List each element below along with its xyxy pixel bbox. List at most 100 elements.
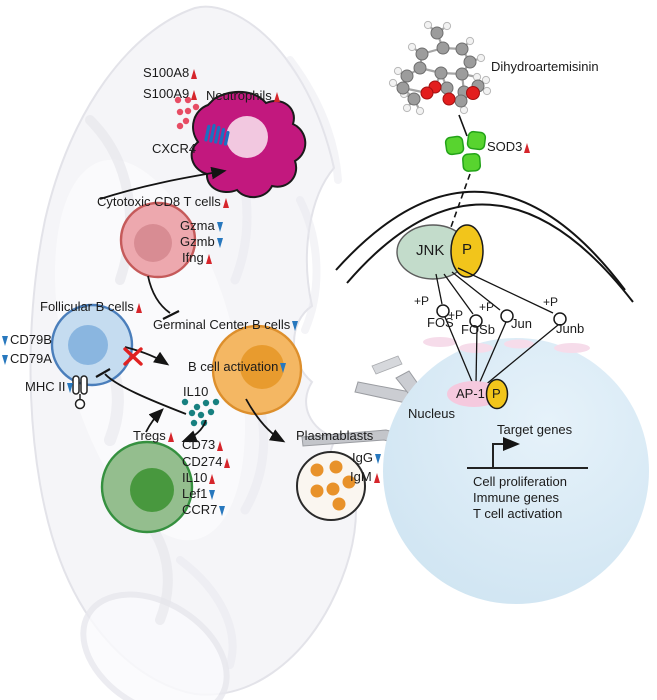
output-cell-proliferation-label: Cell proliferation (473, 474, 567, 489)
arrow-il10-to-treg (181, 419, 207, 443)
gc-title-label: Germinal Center B cells (153, 318, 299, 332)
tregs-regulation-arrow-icon (167, 432, 174, 442)
junb-label: Junb (556, 321, 585, 336)
dihydroartemisinin-molecule (388, 20, 492, 116)
gzma-label: Gzma (180, 219, 223, 233)
drug-label: Dihydroartemisinin (491, 59, 599, 74)
neutrophils-label: Neutrophils (206, 89, 280, 103)
ccr7-regulation-arrow-icon (219, 506, 226, 516)
ap1-label: AP-1 (456, 386, 485, 401)
jnk-complex (396, 224, 484, 280)
fos-label: FOS (427, 315, 454, 330)
follicular-b-cell (50, 303, 134, 410)
tregs-label: Tregs (133, 429, 174, 443)
igg-label: IgG (352, 451, 381, 465)
cd79b-regulation-arrow-icon (2, 336, 8, 346)
il10-secreted-label: IL10 (183, 384, 209, 399)
cd8-regulation-arrow-icon (222, 198, 229, 208)
jnk-phospho-badge (450, 224, 484, 278)
follicular-b-label: Follicular B cells (40, 300, 142, 314)
gc-regulation-arrow-icon (292, 321, 299, 331)
gzmb-regulation-arrow-icon (216, 238, 223, 248)
s100a8-regulation-arrow-icon (191, 69, 198, 79)
mhc2-regulation-arrow-icon (67, 383, 74, 393)
jun-label: Jun (511, 316, 532, 331)
cd8-title-label: Cytotoxic CD8 T cells (97, 195, 229, 209)
il10-treg-label: IL10 (182, 471, 216, 485)
tf-shadows (423, 337, 590, 353)
jnk-phospho-label: P (462, 241, 473, 258)
cd79b-label: CD79B (2, 333, 52, 347)
plasmablast-cell (296, 451, 366, 521)
fosb-plus-p-label: +P (448, 308, 464, 322)
s100a9-label: S100A9 (143, 87, 198, 101)
blocked-x-icon (123, 347, 143, 366)
ap1-phospho-label: P (492, 386, 501, 401)
mhc2-label: MHC II (25, 380, 74, 394)
ifng-regulation-arrow-icon (205, 254, 212, 264)
nucleus-label: Nucleus (408, 406, 455, 421)
cxcr4-label: CXCR4 (152, 141, 197, 156)
arrow-fb-to-gc (124, 346, 170, 366)
sod3-protein (444, 130, 487, 172)
output-t-cell-activation-label: T cell activation (473, 506, 563, 521)
junb-plus-p-label: +P (543, 295, 559, 309)
s100a9-regulation-arrow-icon (191, 90, 198, 100)
ap1-phospho-badge (485, 378, 509, 410)
arrow-treg-to-il10 (145, 408, 164, 433)
il10-treg-regulation-arrow-icon (209, 474, 216, 484)
cxcr4-receptor (204, 123, 230, 146)
plasmablast-granules (310, 460, 356, 511)
inhibit-il10-to-fb (104, 373, 187, 415)
gzmb-label: Gzmb (180, 235, 223, 249)
promoter-arrow-icon (467, 437, 588, 469)
igm-regulation-arrow-icon (373, 473, 380, 483)
cd79a-regulation-arrow-icon (2, 355, 8, 365)
igg-regulation-arrow-icon (374, 454, 381, 464)
sod3-regulation-arrow-icon (524, 143, 531, 153)
gzma-regulation-arrow-icon (216, 222, 223, 232)
neutrophil-cell (190, 91, 307, 198)
target-genes-label: Target genes (497, 422, 573, 437)
fosb-label: FOSb (461, 322, 495, 337)
jnk-label: JNK (416, 242, 445, 259)
lef1-label: Lef1 (182, 487, 216, 501)
cd8-t-cell (119, 201, 197, 279)
b-cell-activation-label: B cell activation (188, 360, 287, 374)
ifng-label: Ifng (182, 251, 212, 265)
cd79a-label: CD79A (2, 352, 52, 366)
fos-plus-p-label: +P (414, 294, 430, 308)
igm-label: IgM (350, 470, 380, 484)
ap1-complex (447, 378, 509, 410)
neutrophils-regulation-arrow-icon (273, 92, 280, 102)
jnk-to-tf-lines (435, 267, 554, 315)
sod3-label: SOD3 (487, 140, 531, 154)
tf-to-ap1-lines (444, 316, 559, 387)
phospho-circles (436, 304, 567, 328)
inhibit-cd8-to-gc (147, 275, 171, 314)
drug-sod3-link (458, 114, 468, 137)
arrow-gc-to-plasmablast (245, 398, 286, 443)
cell-membrane (335, 190, 634, 303)
treg-cell (100, 440, 194, 534)
inhibit-cd8-to-gc-bar (162, 310, 180, 320)
ccr7-label: CCR7 (182, 503, 226, 517)
cd73-regulation-arrow-icon (217, 441, 224, 451)
germinal-center-b-cell (211, 324, 303, 416)
plasmablasts-label: Plasmablasts (296, 428, 374, 443)
lef1-regulation-arrow-icon (209, 490, 216, 500)
b-cell-activation-regulation-arrow-icon (280, 363, 287, 373)
follicular-regulation-arrow-icon (135, 303, 142, 313)
arrow-cd8-to-neutrophil (99, 166, 227, 200)
mhc2-receptor-icon (72, 375, 88, 410)
inhibit-il10-to-fb-bar (95, 368, 111, 378)
s100a8-label: S100A8 (143, 66, 198, 80)
nucleus-circle (383, 338, 649, 604)
output-immune-genes-label: Immune genes (473, 490, 559, 505)
cd73-label: CD73 (182, 438, 224, 452)
jun-plus-p-label: +P (479, 300, 495, 314)
cd274-regulation-arrow-icon (224, 458, 231, 468)
cd274-label: CD274 (182, 455, 231, 469)
